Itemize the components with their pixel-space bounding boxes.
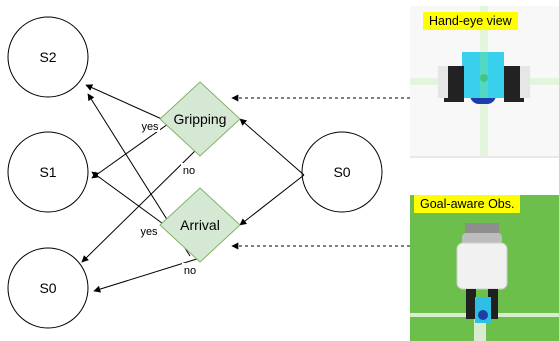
edge-gripping-to-s1 [91, 123, 169, 179]
state-node-s0-right [301, 131, 383, 213]
goal-aware-label: Goal-aware Obs. [414, 195, 521, 213]
hand-eye-view-label: Hand-eye view [423, 12, 518, 30]
state-label-s0-right: S0 [333, 164, 350, 180]
label-bg-arrival-no [182, 263, 198, 276]
goal-aware-panel: Goal-aware Obs. [410, 195, 559, 341]
state-label-s2: S2 [39, 49, 56, 65]
label-bg-arrival-yes [139, 224, 159, 237]
edge-gripping-yes [85, 84, 165, 121]
label-bg-gripping-yes [140, 119, 160, 132]
decision-arrival [159, 187, 241, 263]
state-node-s1 [7, 131, 89, 213]
decision-label-arrival: Arrival [180, 217, 220, 233]
edge-label-arrival-no: no [184, 265, 196, 277]
edge-label-gripping-yes: yes [141, 121, 159, 133]
edge-gripping-no [81, 147, 199, 263]
edge-label-gripping-no: no [183, 165, 195, 177]
decision-label-gripping: Gripping [174, 111, 227, 127]
state-node-s2 [7, 16, 89, 98]
decision-gripping [159, 81, 241, 157]
edge-s0-to-arrival [239, 174, 305, 226]
state-node-s0-left [7, 247, 89, 329]
edge-arrival-yes [91, 171, 167, 227]
goal-aware-image [410, 195, 559, 341]
edge-s0-to-gripping [239, 118, 305, 176]
edge-label-arrival-yes: yes [140, 226, 158, 238]
state-label-s0-left: S0 [39, 280, 56, 296]
hand-eye-view-panel: Hand-eye view [410, 6, 559, 158]
state-label-s1: S1 [39, 164, 56, 180]
label-bg-gripping-no [181, 163, 197, 176]
hand-eye-view-image [410, 6, 559, 158]
